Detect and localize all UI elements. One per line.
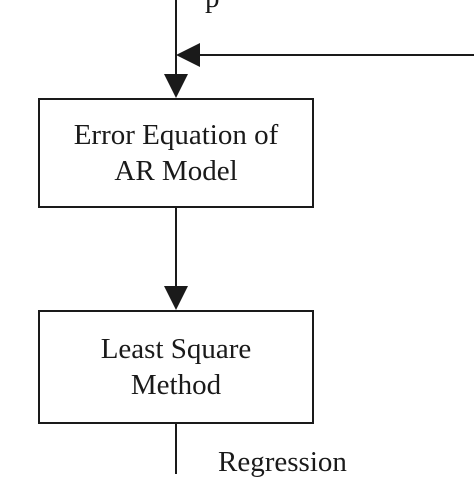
regression-label: Regression: [218, 446, 347, 478]
feedback-arrowhead: [176, 43, 200, 67]
error-equation-line-1: Error Equation of: [73, 119, 279, 151]
least-square-box: Least Square Method: [38, 310, 314, 424]
least-square-line-2: Method: [130, 369, 222, 401]
top-partial-label: p: [205, 0, 220, 14]
error-to-least-square-arrowhead: [164, 286, 188, 310]
error-equation-box: Error Equation of AR Model: [38, 98, 314, 208]
input-to-error-equation-arrowhead: [164, 74, 188, 98]
least-square-line-1: Least Square: [100, 333, 252, 365]
error-equation-line-2: AR Model: [114, 155, 238, 187]
